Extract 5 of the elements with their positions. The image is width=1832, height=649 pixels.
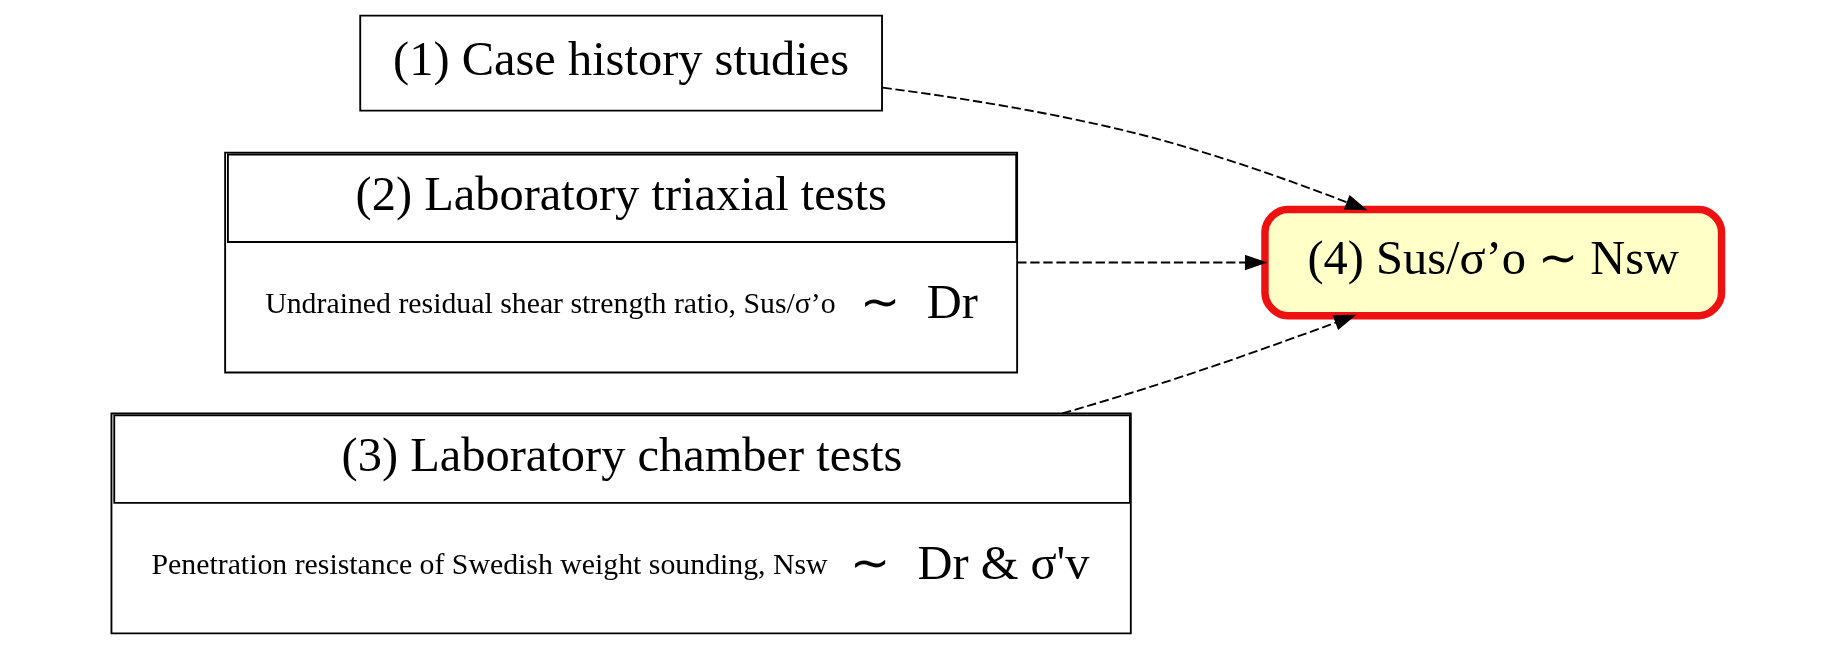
node-box: (4) Sus/σ’o ∼ Nsw [1260,205,1725,320]
arrow [1060,314,1356,415]
arrow [881,86,1368,211]
node-box: (1) Case history studies [358,14,883,112]
arrow [1015,254,1267,271]
